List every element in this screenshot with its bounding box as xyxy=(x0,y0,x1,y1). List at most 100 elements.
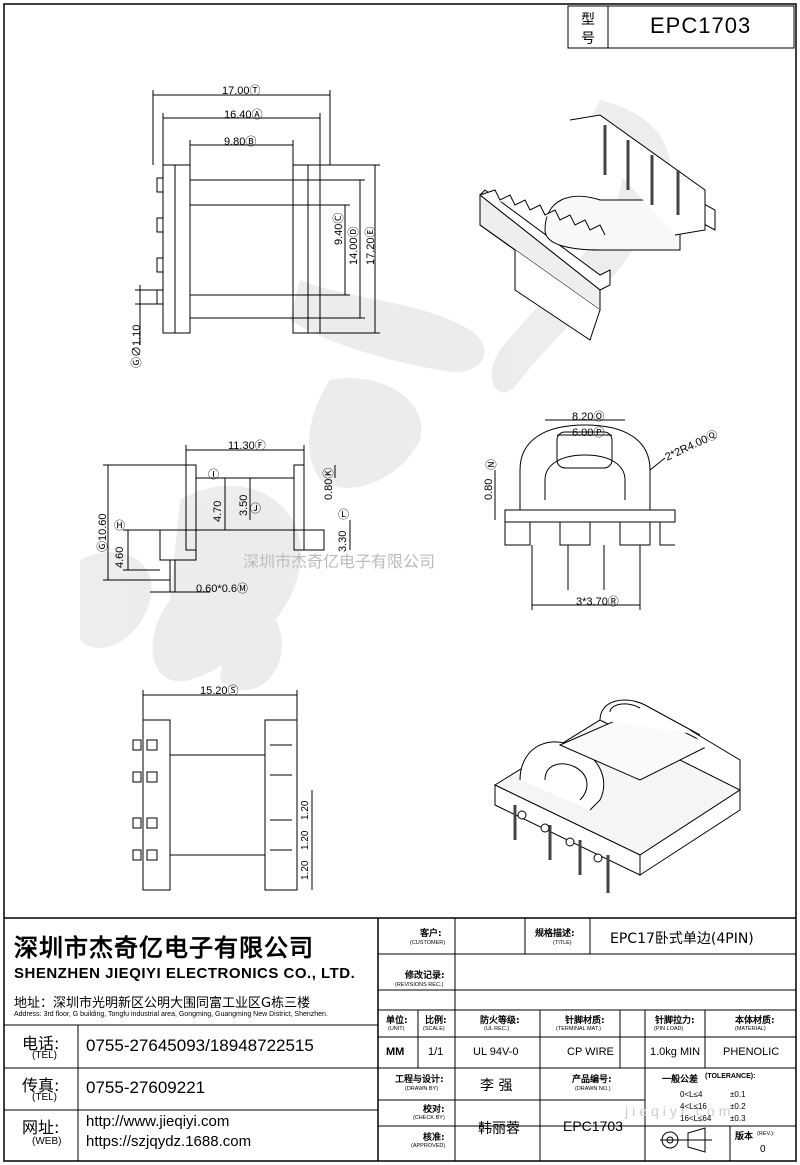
product-label-en: (DRAWN NO.) xyxy=(575,1086,611,1092)
rev-value: 0 xyxy=(760,1144,766,1155)
approved-label: 核准: xyxy=(423,1133,445,1143)
dim-top-e: 14.00Ⓓ xyxy=(348,226,360,265)
pinload-label: 针脚拉力: xyxy=(655,1016,695,1026)
fax-label-en: (TEL) xyxy=(32,1092,57,1103)
watermark-site: jieqiyi.com xyxy=(625,1103,735,1119)
dim-top-d: 9.40Ⓒ xyxy=(333,212,345,245)
dim-top-f: 17.20Ⓔ xyxy=(365,226,377,265)
revisions-label-en: (REVISIONS REC.) xyxy=(395,982,444,988)
dim-side-f: 3*3.70Ⓡ xyxy=(576,596,619,608)
material-label: 本体材质: xyxy=(735,1016,775,1026)
dim-front-a: 11.30Ⓕ xyxy=(228,440,266,452)
customer-label: 客户: xyxy=(420,929,442,939)
bottom-view xyxy=(132,690,313,891)
front-view xyxy=(103,445,351,593)
dim-bottom-b: 1.20 xyxy=(300,800,311,820)
dim-front-f: 0.80Ⓚ xyxy=(323,467,335,500)
web-label-en: (WEB) xyxy=(32,1136,62,1147)
tol-2-range: 4<L≤16 xyxy=(680,1102,707,1111)
dim-side-b: 6.00Ⓟ xyxy=(572,427,605,439)
scale-label: 比例: xyxy=(425,1016,447,1026)
web-value-2[interactable]: https://szjqydz.1688.com xyxy=(86,1133,252,1150)
tol-3-range: 16<L≤64 xyxy=(680,1114,712,1123)
company-name-cn: 深圳市杰奇亿电子有限公司 xyxy=(14,934,314,962)
iso-view-bottom xyxy=(493,699,742,893)
terminal-value: CP WIRE xyxy=(567,1046,614,1058)
model-label-2: 号 xyxy=(581,31,595,47)
dim-front-h: 3.30 xyxy=(337,530,349,552)
title-block-grid xyxy=(4,917,796,1161)
title-value: EPC17卧式单边(4PIN) xyxy=(610,931,754,947)
dim-front-l: 0.60*0.6Ⓜ xyxy=(196,583,248,595)
check-label-en: (CHECK BY) xyxy=(413,1115,445,1121)
unit-value: MM xyxy=(386,1046,405,1058)
dim-front-i: Ⓖ10.60 xyxy=(97,513,109,552)
tol-1-range: 0<L≤4 xyxy=(680,1090,703,1099)
web-value-1[interactable]: http://www.jieqiyi.com xyxy=(86,1113,230,1130)
drawn-label-en: (DRAWN BY) xyxy=(405,1086,439,1092)
terminal-label: 针脚材质: xyxy=(565,1016,605,1026)
company-address-cn: 地址：深圳市光明新区公明大围同富工业区G栋三楼 xyxy=(14,996,311,1011)
dim-bottom-c: 1.20 xyxy=(300,830,311,850)
fax-value: 0755-27609221 xyxy=(86,1078,206,1097)
dim-front-e: Ⓙ xyxy=(250,503,261,515)
dim-top-a: 17.00Ⓣ xyxy=(222,85,261,97)
model-label-1: 型 xyxy=(581,12,595,28)
product-label: 产品编号: xyxy=(572,1075,612,1085)
terminal-label-en: (TERMINAL MAT.) xyxy=(556,1026,601,1032)
tol-1-value: ±0.1 xyxy=(730,1090,746,1099)
dim-front-k: 4.60 xyxy=(114,546,126,568)
drawn-value: 李 强 xyxy=(480,1078,513,1094)
material-value: PHENOLIC xyxy=(723,1046,780,1058)
company-name-en: SHENZHEN JIEQIYI ELECTRONICS CO., LTD. xyxy=(14,965,356,982)
dim-side-a: 8.20Ⓞ xyxy=(572,411,605,423)
side-view xyxy=(494,419,676,610)
pinload-label-en: (PIN LOAD) xyxy=(654,1026,684,1032)
tel-label-en: (TEL) xyxy=(32,1050,57,1061)
watermark-text: 深圳市杰奇亿电子有限公司 xyxy=(243,552,436,571)
customer-label-en: (CUSTOMER) xyxy=(410,940,446,946)
tol-2-value: ±0.2 xyxy=(730,1102,746,1111)
title-label: 规格描述: xyxy=(535,929,575,939)
scale-value: 1/1 xyxy=(428,1046,444,1058)
dim-front-g: Ⓛ xyxy=(338,509,349,521)
dim-front-c: 4.70 xyxy=(212,500,224,522)
rev-label: 版本 xyxy=(735,1132,754,1142)
dim-front-j: Ⓗ xyxy=(114,520,125,532)
projection-symbol xyxy=(660,1127,712,1153)
drawn-label: 工程与设计: xyxy=(395,1075,444,1085)
dim-top-b: 16.40Ⓐ xyxy=(224,109,263,121)
dim-bottom-a: 15.20Ⓢ xyxy=(200,685,239,697)
web-label: 网址: xyxy=(22,1118,60,1137)
model-value: EPC1703 xyxy=(650,13,752,38)
dim-top-c: 9.80Ⓑ xyxy=(224,136,257,148)
tol-3-value: ±0.3 xyxy=(730,1114,746,1123)
tolerance-label-en: (TOLERANCE): xyxy=(705,1073,756,1080)
check-value: 韩丽蓉 xyxy=(478,1121,520,1137)
dim-side-e: 0.80 xyxy=(483,478,495,500)
dim-side-d: Ⓝ xyxy=(486,459,498,470)
ul-label-en: (UL REC.) xyxy=(484,1026,510,1032)
unit-label-en: (UNIT) xyxy=(388,1026,405,1032)
title-label-en: (TITLE) xyxy=(553,940,572,946)
approved-label-en: (APPROVED) xyxy=(411,1143,446,1149)
product-value: EPC1703 xyxy=(563,1118,623,1134)
material-label-en: (MATERIAL) xyxy=(735,1026,766,1032)
iso-view-top xyxy=(479,114,716,341)
unit-label: 单位: xyxy=(386,1016,408,1026)
dim-top-g: Ⓖ∅1.10 xyxy=(131,324,143,368)
top-view xyxy=(135,90,380,345)
rev-label-en: (REV.): xyxy=(757,1131,775,1137)
dim-front-b: Ⓘ xyxy=(208,469,219,481)
tolerance-label: 一般公差 xyxy=(662,1075,699,1085)
scale-label-en: (SCALE) xyxy=(423,1026,445,1032)
dim-bottom-d: 1.20 xyxy=(300,860,311,880)
tel-label: 电话: xyxy=(22,1034,60,1053)
ul-value: UL 94V-0 xyxy=(473,1046,519,1058)
company-address-en: Address: 3rd floor, G building, Tongfu i… xyxy=(14,1011,328,1018)
revisions-label: 修改记录: xyxy=(405,971,445,981)
pinload-value: 1.0kg MIN xyxy=(650,1046,701,1058)
dim-front-d: 3.50 xyxy=(238,494,250,516)
